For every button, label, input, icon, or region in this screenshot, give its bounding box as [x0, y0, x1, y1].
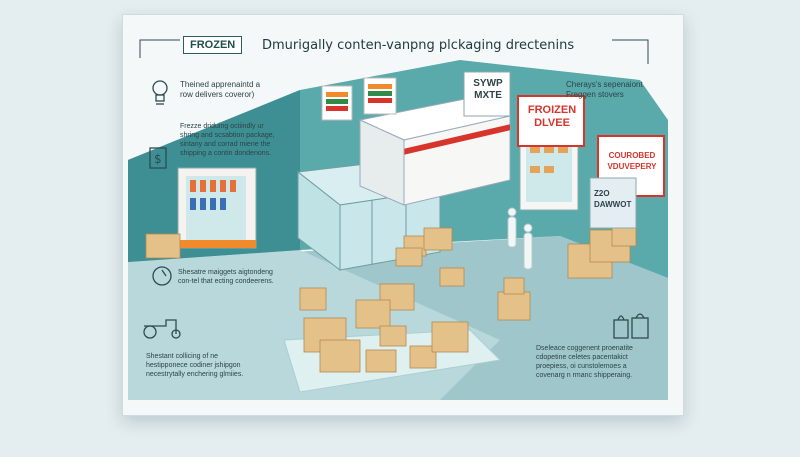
- sign-sym: SYWP MXTE: [473, 78, 503, 101]
- drinks-fridge: [177, 167, 257, 249]
- sign-date: Z2O DAWWOT: [594, 189, 632, 209]
- callout-left-top: Theined apprenaintd a row delivers cover…: [180, 80, 261, 99]
- callout-left-mid: Frezze driduing octiindly ur shring and …: [180, 123, 275, 157]
- svg-text:$: $: [154, 152, 162, 166]
- bags-icon: [613, 313, 649, 339]
- page-title: Dmurigally conten-vanpng plckaging drect…: [262, 38, 575, 53]
- frozen-tag: FROZEN: [183, 36, 243, 54]
- dollar-icon: $: [149, 147, 167, 169]
- tractor-icon: [143, 319, 181, 339]
- callout-left-bottom: Shestant collicing of ne hestipponece co…: [146, 353, 244, 378]
- sign-frozen: FROIZEN DLVEE: [527, 104, 577, 129]
- people: [507, 207, 533, 270]
- store-sign-boards: [463, 71, 665, 229]
- brand-signs: [321, 77, 397, 121]
- sign-coupon: COUROBED VDUVEPERY: [607, 151, 657, 171]
- frame-line: [612, 39, 649, 64]
- callout-right-top: Cherays's sepenaiont Freggen stovers: [566, 80, 643, 99]
- callout-left-low: Shesatre maiggets aigtondeng con-tel tha…: [178, 269, 274, 285]
- lightbulb-icon: [152, 80, 168, 105]
- callout-right-bottom: Dseleace coggenent proenatite cdopetine …: [536, 345, 633, 379]
- scale-icon: [152, 266, 172, 286]
- frame-line: [139, 39, 180, 58]
